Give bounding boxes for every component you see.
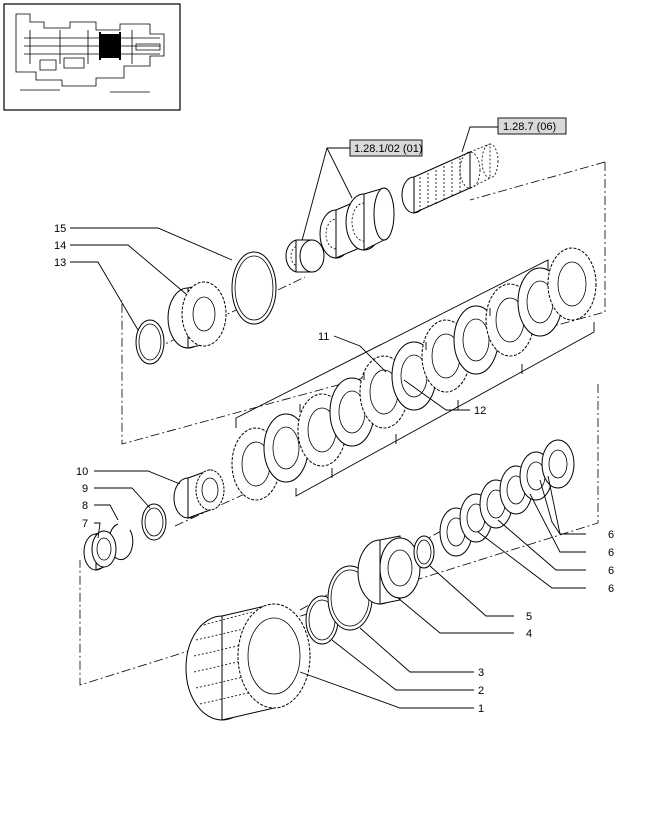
- washer-stack-6: [439, 439, 575, 557]
- gear-14: [167, 281, 227, 349]
- leader-lines: [70, 227, 586, 709]
- hub-10: [173, 469, 225, 519]
- label-13: 13: [54, 257, 66, 269]
- label-15: 15: [54, 223, 66, 235]
- label-4: 4: [526, 628, 532, 640]
- shaft-reference-box[interactable]: 1.28.7 (06): [497, 117, 567, 135]
- part-labels: 15 14 13 11 12 10 9 8 7 6 6 6 6 5 4 3 2 …: [54, 223, 614, 715]
- ring-5: [413, 535, 435, 569]
- label-6d: 6: [608, 583, 614, 595]
- splined-shaft: [401, 143, 499, 214]
- bearing-7: [83, 530, 117, 571]
- label-11: 11: [318, 331, 329, 343]
- label-10: 10: [76, 466, 88, 478]
- clutch-drum-assembly: [285, 187, 395, 273]
- clutch-reference-text: 1.28.1/02 (01): [354, 143, 423, 155]
- label-2: 2: [478, 685, 484, 697]
- drum-1: [185, 603, 311, 721]
- shaft-reference-text: 1.28.7 (06): [503, 121, 556, 133]
- label-1: 1: [478, 703, 484, 715]
- clutch-disc-stack: [231, 247, 597, 501]
- label-6c: 6: [608, 565, 614, 577]
- label-9: 9: [82, 483, 88, 495]
- label-3: 3: [478, 667, 484, 679]
- label-8: 8: [82, 500, 88, 512]
- label-14: 14: [54, 240, 66, 252]
- locator-thumbnail: [3, 3, 181, 111]
- snap-ring-15: [231, 251, 277, 325]
- label-7: 7: [82, 518, 88, 530]
- piston-4: [357, 535, 421, 605]
- ring-13: [135, 319, 165, 365]
- label-5: 5: [526, 611, 532, 623]
- label-6a: 6: [608, 529, 614, 541]
- clutch-reference-box[interactable]: 1.28.1/02 (01): [349, 139, 423, 157]
- label-6b: 6: [608, 547, 614, 559]
- label-12: 12: [474, 405, 486, 417]
- ring-9: [141, 503, 167, 541]
